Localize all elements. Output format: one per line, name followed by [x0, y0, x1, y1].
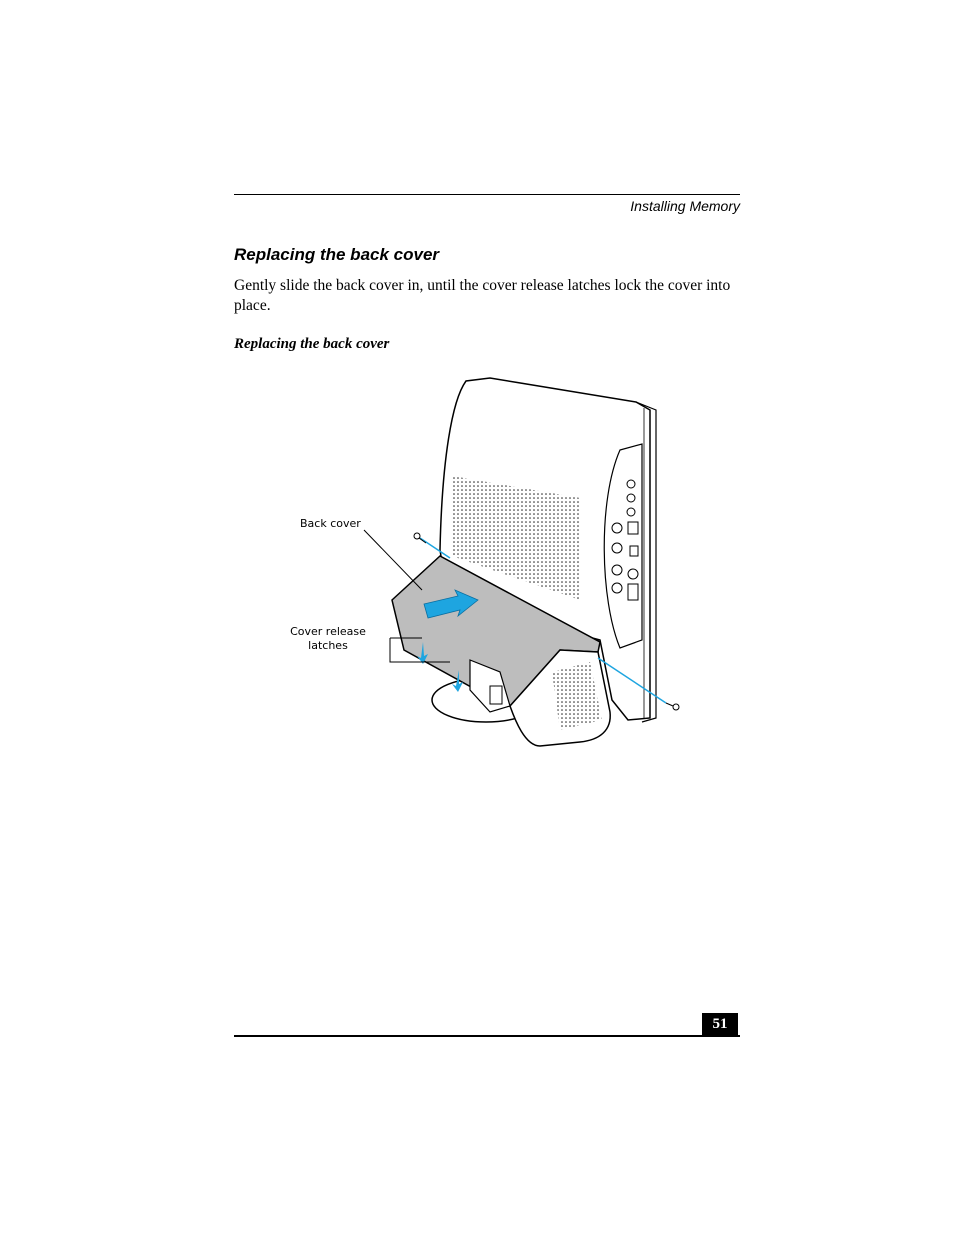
running-head: Installing Memory: [630, 198, 740, 214]
port-panel: [603, 443, 643, 649]
latch-arrow-1: [417, 642, 428, 664]
section-title: Replacing the back cover: [234, 245, 440, 264]
monitor-body: [439, 377, 651, 721]
callout-back-cover: Back cover: [300, 517, 361, 530]
latch-arrow-2: [452, 670, 463, 692]
page-number: 51: [702, 1013, 738, 1036]
footer-rule: [234, 1035, 740, 1037]
callout-cover-release-latches: Cover release latches: [290, 625, 366, 652]
screw-guide-right: [597, 657, 667, 704]
back-cover-leader: [363, 529, 423, 591]
slide-arrow: [423, 589, 479, 619]
header-rule: [234, 194, 740, 195]
screw-right-icon: [665, 702, 680, 711]
figure-caption: Replacing the back cover: [234, 336, 390, 352]
port-icons: [611, 479, 639, 601]
body-paragraph: Gently slide the back cover in, until th…: [234, 277, 731, 314]
screw-guide-left: [419, 537, 451, 559]
speaker-block: [509, 649, 611, 747]
stand-base: [431, 677, 541, 723]
screw-left-icon: [413, 532, 427, 544]
latch-leader: [389, 637, 450, 663]
back-cover: [391, 555, 601, 707]
vent-grill: [452, 476, 580, 600]
